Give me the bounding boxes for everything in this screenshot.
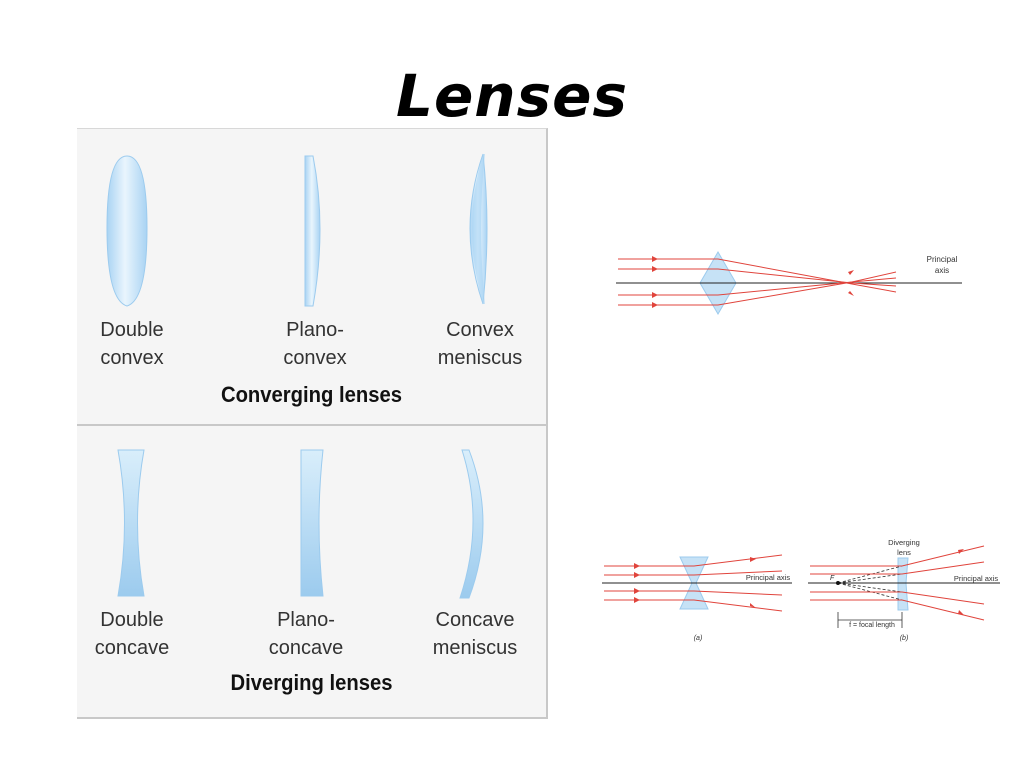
plano-convex-lens: [304, 155, 321, 307]
diverging-ray-diagram-b: Diverging lens F Principal axis f = foca…: [808, 538, 1000, 642]
lens-label-convex-meniscus: Convex meniscus: [437, 319, 523, 369]
principal-axis-label: Principal axis: [954, 574, 998, 583]
diverging-lenses-heading: Diverging lenses: [230, 670, 393, 695]
caption-b: (b): [900, 635, 909, 642]
diverging-ray-diagram-a: Principal axis (a): [602, 554, 792, 642]
converging-lenses-heading: Converging lenses: [220, 382, 403, 407]
focal-point: [836, 581, 840, 585]
principal-axis-label-line1: Principal: [927, 255, 958, 264]
double-convex-lens: [106, 155, 148, 307]
lens-label-double-concave: Double concave: [94, 609, 170, 659]
slide-title: Lenses: [396, 62, 628, 130]
panel-divider: [77, 424, 548, 426]
plano-concave-lens: [300, 449, 324, 597]
converging-ray-diagram: Principal axis: [616, 251, 962, 315]
principal-axis-label-line2: axis: [935, 266, 949, 275]
double-concave-lens: [117, 449, 145, 597]
lens-shapes: [106, 153, 488, 599]
principal-axis-label: Principal axis: [746, 573, 790, 582]
focal-length-label: f = focal length: [849, 622, 895, 629]
caption-a: (a): [694, 635, 703, 642]
lens-label-concave-meniscus: Concave meniscus: [432, 609, 518, 659]
lens-label-plano-convex: Plano- convex: [283, 319, 347, 369]
focal-point-label: F: [830, 575, 835, 582]
plano-concave-lens-icon: [897, 557, 909, 611]
concave-meniscus-lens: [459, 449, 484, 599]
diverging-lens-label-line2: lens: [897, 548, 911, 557]
lens-label-double-convex: Double convex: [100, 319, 164, 369]
lens-label-plano-concave: Plano- concave: [268, 609, 344, 659]
diverging-lens-label-line1: Diverging: [888, 538, 920, 547]
